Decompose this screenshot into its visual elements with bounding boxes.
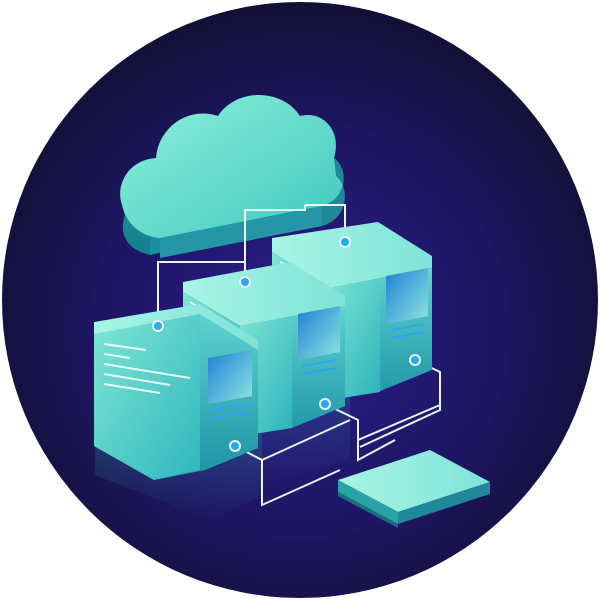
cloud-icon <box>120 95 345 258</box>
node-dot <box>409 354 421 366</box>
node-dot <box>229 440 241 452</box>
node-dot <box>152 320 164 332</box>
node-dot <box>339 236 351 248</box>
storage-drive-icon <box>338 450 490 528</box>
node-dot <box>239 276 251 288</box>
server-icon <box>94 304 258 480</box>
network-nodes <box>152 236 421 452</box>
node-dot <box>319 398 331 410</box>
